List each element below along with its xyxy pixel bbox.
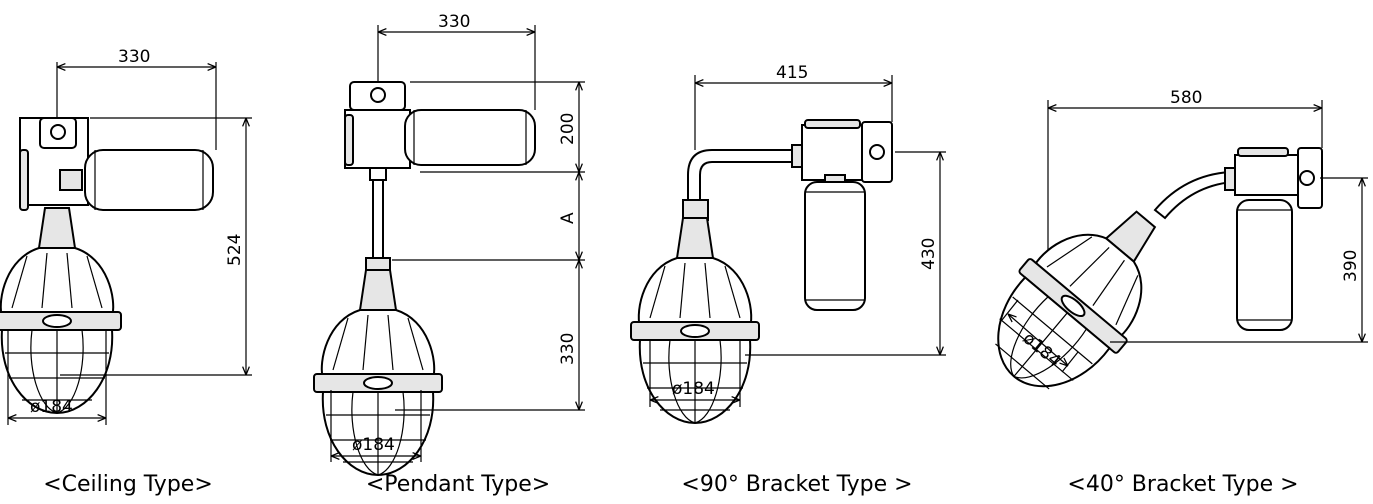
ceiling-width-label: 330 bbox=[118, 47, 150, 67]
bracket90-width-label: 415 bbox=[776, 63, 808, 83]
bracket90-type-drawing: 415 430 ø184 bbox=[630, 63, 946, 424]
pendant-mid-label: A bbox=[558, 212, 578, 224]
bracket40-type-drawing: 580 390 ø184 bbox=[963, 88, 1368, 419]
bracket40-type-caption: <40° Bracket Type > bbox=[1067, 472, 1299, 497]
ceiling-type-drawing: 330 524 ø184 bbox=[0, 47, 252, 425]
bracket90-height-label: 430 bbox=[919, 238, 939, 270]
bracket90-type-caption: <90° Bracket Type > bbox=[681, 472, 913, 497]
bracket40-height-label: 390 bbox=[1341, 250, 1361, 282]
pendant-bottom-label: 330 bbox=[558, 333, 578, 365]
ceiling-type-caption: <Ceiling Type> bbox=[43, 472, 213, 497]
bracket90-diameter-label: ø184 bbox=[672, 379, 715, 399]
pendant-type-drawing: 330 200 A 330 ø184 bbox=[313, 12, 585, 476]
ceiling-diameter-label: ø184 bbox=[30, 397, 73, 417]
pendant-type-caption: <Pendant Type> bbox=[365, 472, 551, 497]
pendant-diameter-label: ø184 bbox=[352, 435, 395, 455]
pendant-top-label: 200 bbox=[558, 113, 578, 145]
ceiling-height-label: 524 bbox=[225, 234, 245, 266]
pendant-width-label: 330 bbox=[438, 12, 470, 32]
bracket40-width-label: 580 bbox=[1170, 88, 1202, 108]
